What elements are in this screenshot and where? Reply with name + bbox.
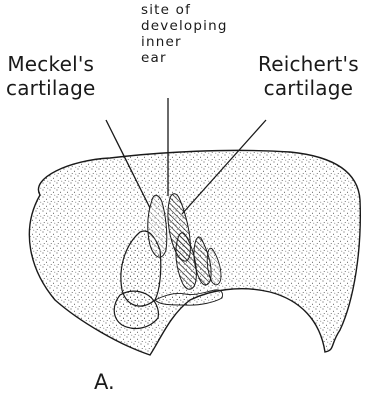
label-line: Reichert's bbox=[258, 52, 359, 76]
label-meckels-cartilage: Meckel's cartilage bbox=[6, 52, 96, 100]
label-reicherts-cartilage: Reichert's cartilage bbox=[258, 52, 359, 100]
label-site-of-developing-inner-ear: site of developing inner ear bbox=[141, 2, 228, 66]
label-line: site of bbox=[141, 2, 228, 18]
panel-label: A. bbox=[94, 370, 115, 394]
label-line: developing bbox=[141, 18, 228, 34]
label-line: Meckel's bbox=[6, 52, 96, 76]
label-line: cartilage bbox=[258, 76, 359, 100]
label-line: cartilage bbox=[6, 76, 96, 100]
label-line: inner bbox=[141, 34, 228, 50]
label-line: ear bbox=[141, 50, 228, 66]
